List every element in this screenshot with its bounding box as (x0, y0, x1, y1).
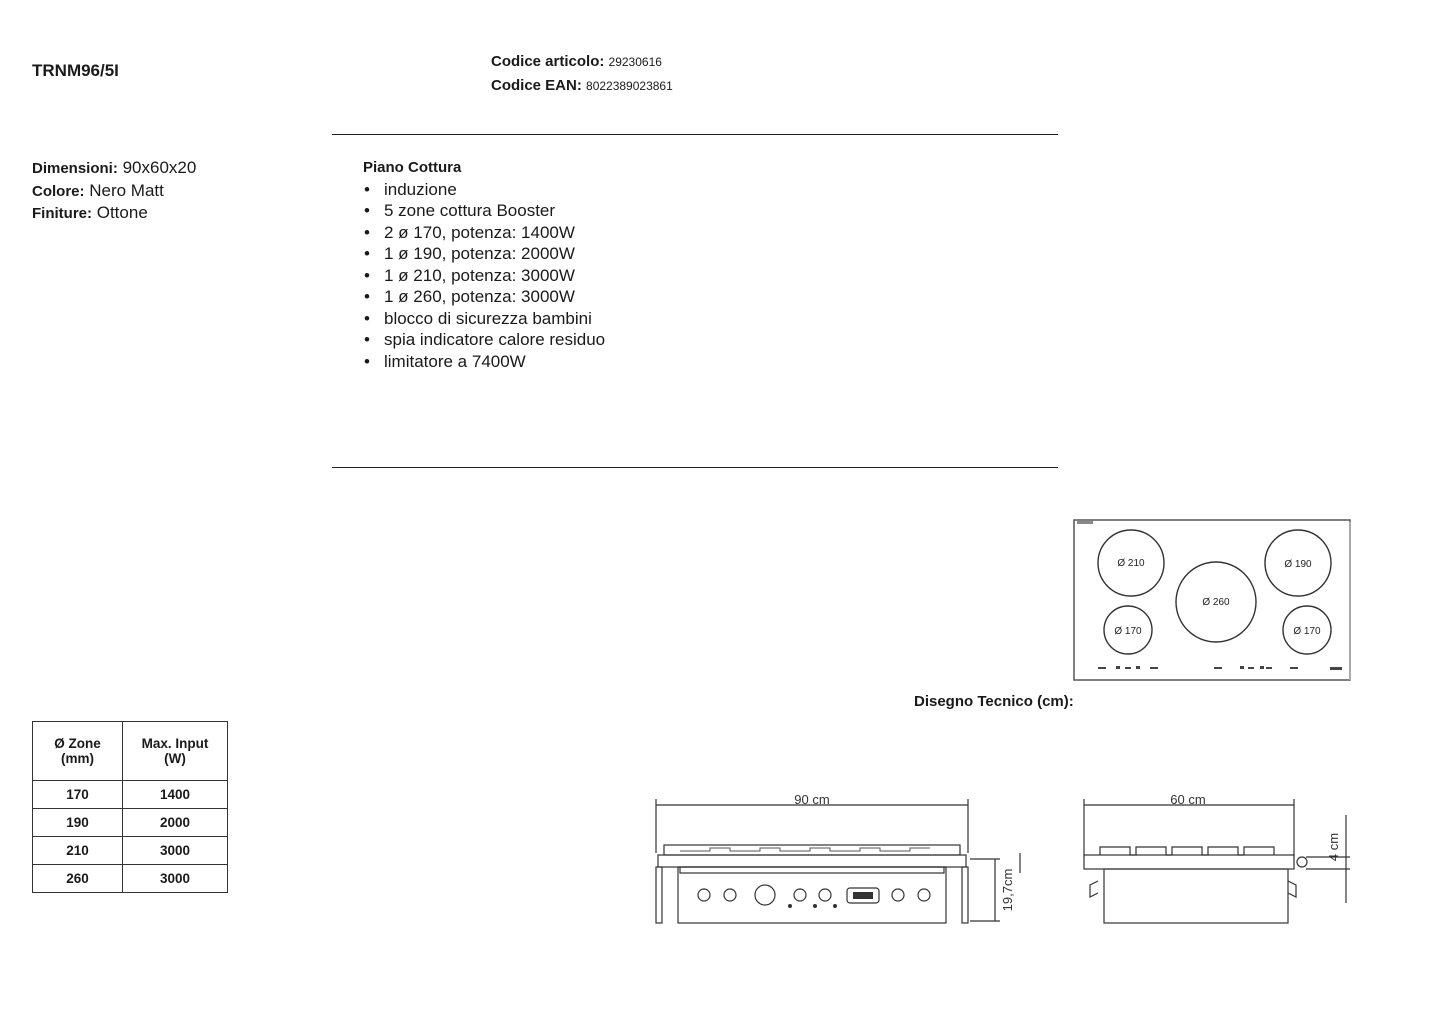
zone-label: Ø 210 (1117, 558, 1145, 569)
zone-label: Ø 170 (1293, 626, 1321, 637)
zone-circle (1282, 605, 1332, 655)
ean-code-label: Codice EAN: (491, 77, 582, 94)
front-height-label: 19,7cm (1000, 869, 1015, 912)
table-header-row: Ø Zone(mm) Max. Input(W) (32, 721, 228, 781)
divider-bottom (332, 467, 1058, 468)
product-codes: Codice articolo: 29230616 Codice EAN: 80… (491, 50, 673, 98)
feature-items: induzione 5 zone cottura Booster 2 ø 170… (363, 179, 605, 373)
article-code-row: Codice articolo: 29230616 (491, 50, 673, 74)
zone-circle (1097, 529, 1165, 597)
side-view-drawing: 60 cm 4 cm (1083, 792, 1350, 924)
feature-list: Piano Cottura induzione 5 zone cottura B… (363, 157, 605, 372)
divider-top (332, 134, 1058, 135)
list-item: 1 ø 210, potenza: 3000W (363, 265, 605, 287)
list-item: induzione (363, 179, 605, 201)
spec-color: Colore: Nero Matt (32, 180, 164, 200)
zone-circle (1103, 605, 1153, 655)
side-height-label: 4 cm (1326, 833, 1341, 861)
list-item: 1 ø 260, potenza: 3000W (363, 286, 605, 308)
spec-list: Dimensioni: 90x60x20 Colore: Nero Matt F… (32, 157, 196, 225)
feature-title: Piano Cottura (363, 159, 462, 176)
touch-controls (1098, 666, 1342, 670)
side-width-label: 60 cm (1170, 792, 1205, 807)
model-code: TRNM96/5I (32, 61, 119, 80)
header-zone: Ø Zone(mm) (32, 721, 123, 781)
zone-label: Ø 190 (1284, 559, 1312, 570)
article-code-label: Codice articolo: (491, 53, 605, 70)
list-item: 2 ø 170, potenza: 1400W (363, 222, 605, 244)
zone-circle (1175, 561, 1257, 643)
header-input: Max. Input(W) (122, 721, 228, 781)
spec-dimensions: Dimensioni: 90x60x20 (32, 158, 197, 177)
list-item: limitatore a 7400W (363, 351, 605, 373)
front-width-label: 90 cm (794, 792, 829, 807)
list-item: 5 zone cottura Booster (363, 200, 605, 222)
drawing-title: Disegno Tecnico (cm): (914, 693, 1074, 710)
ean-code-value: 8022389023861 (586, 79, 673, 93)
front-view-drawing: 90 cm 19,7cm (655, 792, 1021, 924)
zone-label: Ø 260 (1202, 597, 1230, 608)
ean-code-row: Codice EAN: 8022389023861 (491, 74, 673, 98)
zone-label: Ø 170 (1114, 626, 1142, 637)
zone-circle (1264, 529, 1332, 597)
list-item: 1 ø 190, potenza: 2000W (363, 243, 605, 265)
list-item: spia indicatore calore residuo (363, 329, 605, 351)
list-item: blocco di sicurezza bambini (363, 308, 605, 330)
hob-top-view: Ø 210 Ø 190 Ø 260 Ø 170 Ø 170 (1073, 519, 1351, 681)
spec-finish: Finiture: Ottone (32, 203, 148, 222)
article-code-value: 29230616 (608, 55, 662, 69)
